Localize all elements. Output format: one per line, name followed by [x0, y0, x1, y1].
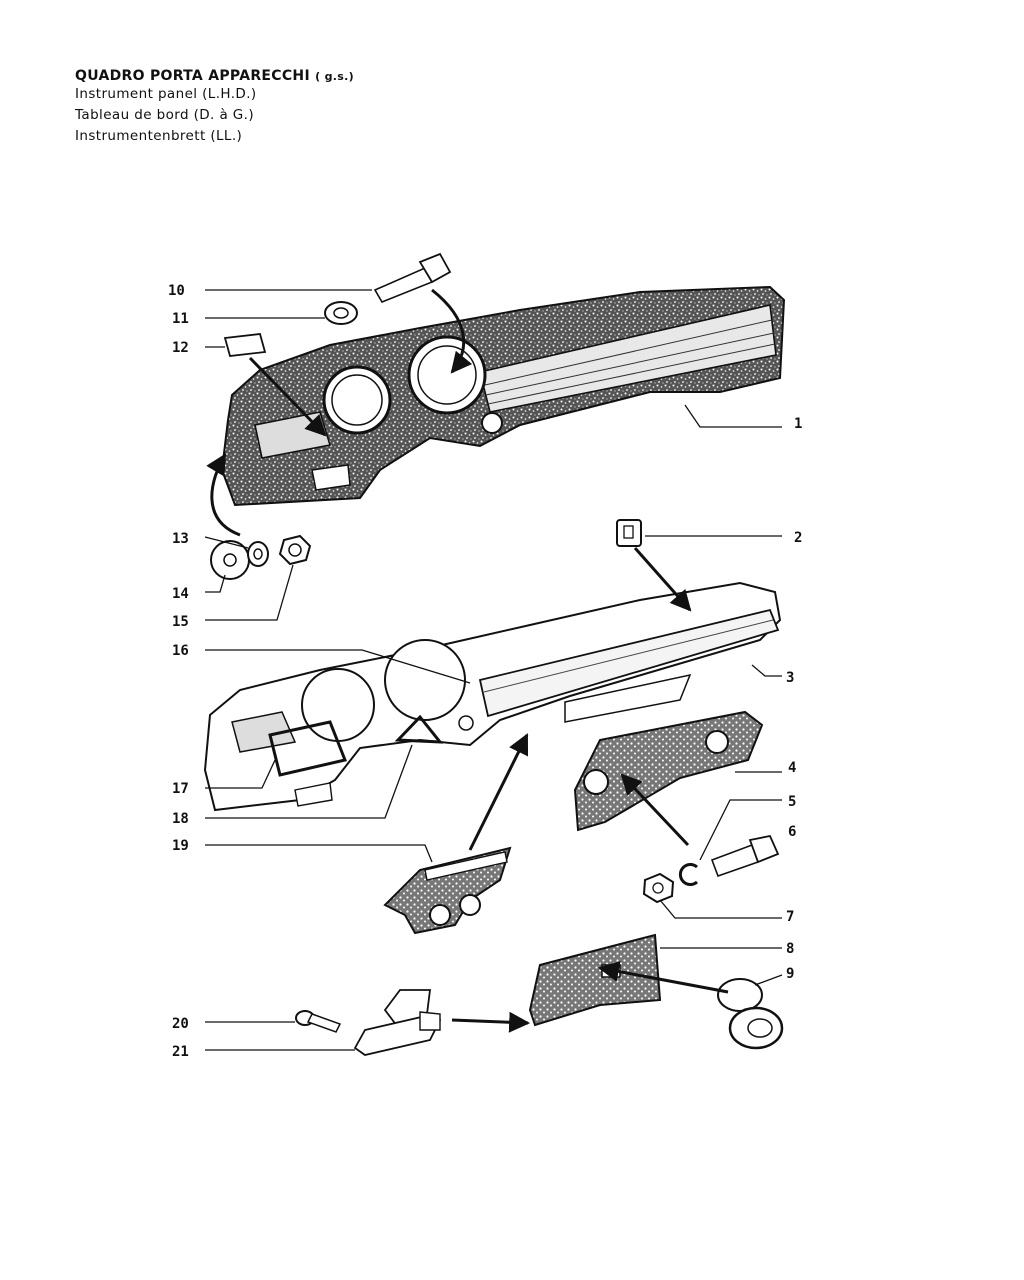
callout-14: 14: [172, 586, 189, 602]
lock-part-9: [717, 978, 784, 1050]
callout-21: 21: [172, 1044, 189, 1060]
bracket-part-19: [383, 846, 512, 935]
callout-3: 3: [786, 670, 794, 686]
callout-13: 13: [172, 531, 189, 547]
callout-15: 15: [172, 614, 189, 630]
nut-part-15: [278, 534, 312, 566]
title-block: QUADRO PORTA APPARECCHI ( g.s.) Instrume…: [75, 68, 354, 147]
title-french: Tableau de bord (D. à G.): [75, 107, 255, 123]
assembly-arrows: [206, 288, 729, 1033]
callout-8: 8: [786, 941, 794, 957]
callout-1: 1: [794, 416, 802, 432]
callout-19: 19: [172, 838, 189, 854]
callout-2: 2: [794, 530, 802, 546]
callout-11: 11: [172, 311, 189, 327]
callout-16: 16: [172, 643, 189, 659]
callout-20: 20: [172, 1016, 189, 1032]
clip-part-2: [616, 519, 642, 547]
callout-4: 4: [788, 760, 796, 776]
callout-10: 10: [168, 283, 185, 299]
glovebox-frame-part-4: [573, 710, 764, 832]
screw-part-20: [295, 1010, 342, 1033]
title-suffix: ( g.s.): [315, 70, 354, 83]
clip-part-5: [678, 863, 698, 886]
callout-17: 17: [172, 781, 189, 797]
callout-18: 18: [172, 811, 189, 827]
bolt-part-10: [373, 252, 452, 303]
title-english: Instrument panel (L.H.D.): [75, 86, 257, 102]
washer-part-13: [247, 541, 269, 567]
title-main: QUADRO PORTA APPARECCHI: [75, 68, 310, 84]
glovebox-lid-part-8: [528, 933, 662, 1027]
hinge-part-21: [353, 989, 442, 1056]
dashboard-outline-part: [203, 581, 782, 812]
knob-part-14: [210, 540, 250, 580]
bolt-part-6: [710, 834, 780, 878]
callout-5: 5: [788, 794, 796, 810]
callout-6: 6: [788, 824, 796, 840]
callout-labels: 10 11 12 1 13 14 15 2 16 3 17 18 4 5 6 1…: [168, 283, 802, 1060]
callout-12: 12: [172, 340, 189, 356]
callout-9: 9: [786, 966, 794, 982]
leader-lines: [204, 289, 783, 1051]
washer-part-11: [324, 301, 358, 325]
callout-7: 7: [786, 909, 794, 925]
nut-part-7: [642, 872, 675, 904]
clip-part-12: [223, 333, 267, 357]
dashboard-textured-part: [220, 285, 786, 507]
title-german: Instrumentenbrett (LL.): [75, 128, 243, 144]
